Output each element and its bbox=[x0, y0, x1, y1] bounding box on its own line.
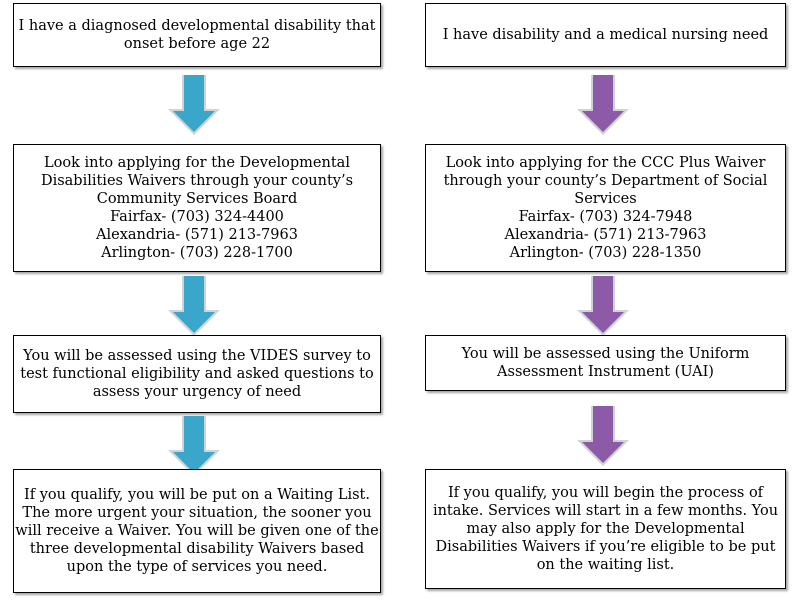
left-box-2: Look into applying for the Developmental… bbox=[13, 144, 381, 272]
text-line: test functional eligibility and asked qu… bbox=[20, 366, 374, 382]
text-line: Alexandria- (571) 213-7963 bbox=[504, 227, 707, 243]
text-line: You will be assessed using the VIDES sur… bbox=[23, 348, 371, 364]
text-line: Arlington- (703) 228-1350 bbox=[509, 245, 702, 261]
arrow-fill-left-3 bbox=[173, 416, 215, 473]
down-arrow-icon bbox=[577, 276, 629, 336]
text-line: through your county’s Department of Soci… bbox=[443, 173, 768, 189]
text-line: I have a diagnosed developmental disabil… bbox=[18, 18, 376, 34]
text-line: Look into applying for the Developmental bbox=[44, 155, 350, 171]
arrow-fill-right-3 bbox=[582, 406, 624, 463]
left-box-1: I have a diagnosed developmental disabil… bbox=[13, 3, 381, 67]
down-arrow-icon bbox=[168, 75, 220, 135]
text-line: Arlington- (703) 228-1700 bbox=[101, 245, 293, 261]
text-line: Assessment Instrument (UAI) bbox=[497, 364, 714, 380]
text-line: I have disability and a medical nursing … bbox=[442, 27, 769, 43]
text-line: Look into applying for the CCC Plus Waiv… bbox=[445, 155, 766, 171]
down-arrow-icon bbox=[577, 75, 629, 135]
down-arrow-icon bbox=[168, 416, 220, 476]
right-box-2: Look into applying for the CCC Plus Waiv… bbox=[425, 144, 786, 272]
right-box-3: You will be assessed using the Uniform A… bbox=[425, 335, 786, 391]
text-line: assess your urgency of need bbox=[92, 384, 302, 400]
text-line: will receive a Waiver. You will be given… bbox=[15, 523, 379, 539]
left-box-4: If you qualify, you will be put on a Wai… bbox=[13, 469, 381, 593]
text-line: Disabilities Waivers through your county… bbox=[40, 173, 354, 189]
down-arrow-icon bbox=[577, 406, 629, 466]
text-line: Services bbox=[574, 191, 637, 207]
text-line: The more urgent your situation, the soon… bbox=[22, 505, 372, 521]
arrow-fill-right-1 bbox=[582, 75, 624, 132]
arrow-fill-left-1 bbox=[173, 75, 215, 132]
text-line: You will be assessed using the Uniform bbox=[461, 346, 750, 362]
text-line: intake. Services will start in a few mon… bbox=[432, 503, 779, 519]
text-line: Fairfax- (703) 324-7948 bbox=[518, 209, 693, 225]
arrow-fill-right-2 bbox=[582, 276, 624, 333]
text-line: If you qualify, you will begin the proce… bbox=[447, 485, 764, 501]
text-line: Disabilities Waivers if you’re eligible … bbox=[435, 539, 776, 555]
text-line: upon the type of services you need. bbox=[66, 559, 328, 575]
left-box-3: You will be assessed using the VIDES sur… bbox=[13, 335, 381, 413]
right-box-1: I have disability and a medical nursing … bbox=[425, 3, 786, 67]
right-box-4: If you qualify, you will begin the proce… bbox=[425, 469, 786, 589]
text-line: onset before age 22 bbox=[123, 36, 271, 52]
text-line: may also apply for the Developmental bbox=[466, 521, 745, 537]
arrow-fill-left-2 bbox=[173, 276, 215, 333]
down-arrow-icon bbox=[168, 276, 220, 336]
text-line: Community Services Board bbox=[96, 191, 298, 207]
text-line: on the waiting list. bbox=[536, 557, 675, 573]
text-line: If you qualify, you will be put on a Wai… bbox=[24, 487, 370, 503]
text-line: three developmental disability Waivers b… bbox=[29, 541, 365, 557]
text-line: Alexandria- (571) 213-7963 bbox=[96, 227, 298, 243]
text-line: Fairfax- (703) 324-4400 bbox=[110, 209, 284, 225]
